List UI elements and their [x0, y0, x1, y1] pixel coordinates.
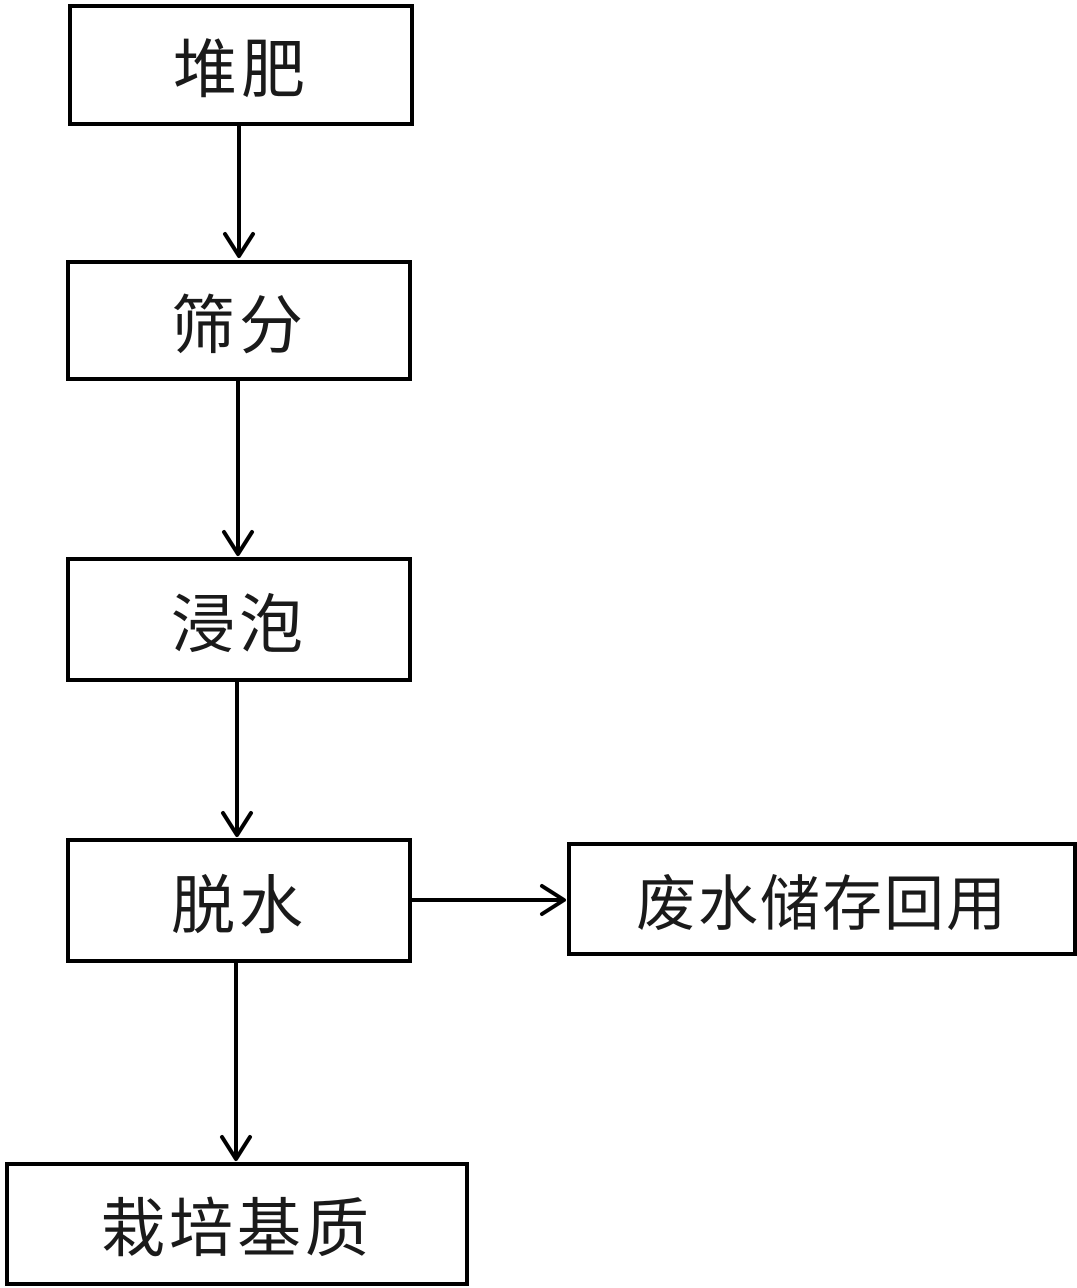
node-screening: 筛分: [66, 260, 412, 381]
node-dewatering: 脱水: [66, 838, 412, 963]
node-wastewater-label: 废水储存回用: [636, 869, 1008, 940]
node-compost: 堆肥: [68, 4, 414, 126]
arrowhead-dewatering: [221, 811, 253, 837]
node-wastewater-storage-reuse: 废水储存回用: [567, 842, 1077, 956]
node-soaking-label: 浸泡: [171, 588, 307, 663]
node-soaking: 浸泡: [66, 557, 412, 682]
node-screening-label: 筛分: [171, 289, 307, 364]
node-cultivation-substrate: 栽培基质: [5, 1162, 469, 1286]
node-substrate-label: 栽培基质: [101, 1193, 373, 1267]
arrowhead-wastewater: [540, 884, 566, 916]
arrowhead-screening: [223, 232, 255, 258]
arrowhead-substrate: [220, 1135, 252, 1161]
node-compost-label: 堆肥: [173, 34, 309, 108]
arrowhead-soaking: [222, 530, 254, 556]
node-dewatering-label: 脱水: [171, 869, 307, 944]
